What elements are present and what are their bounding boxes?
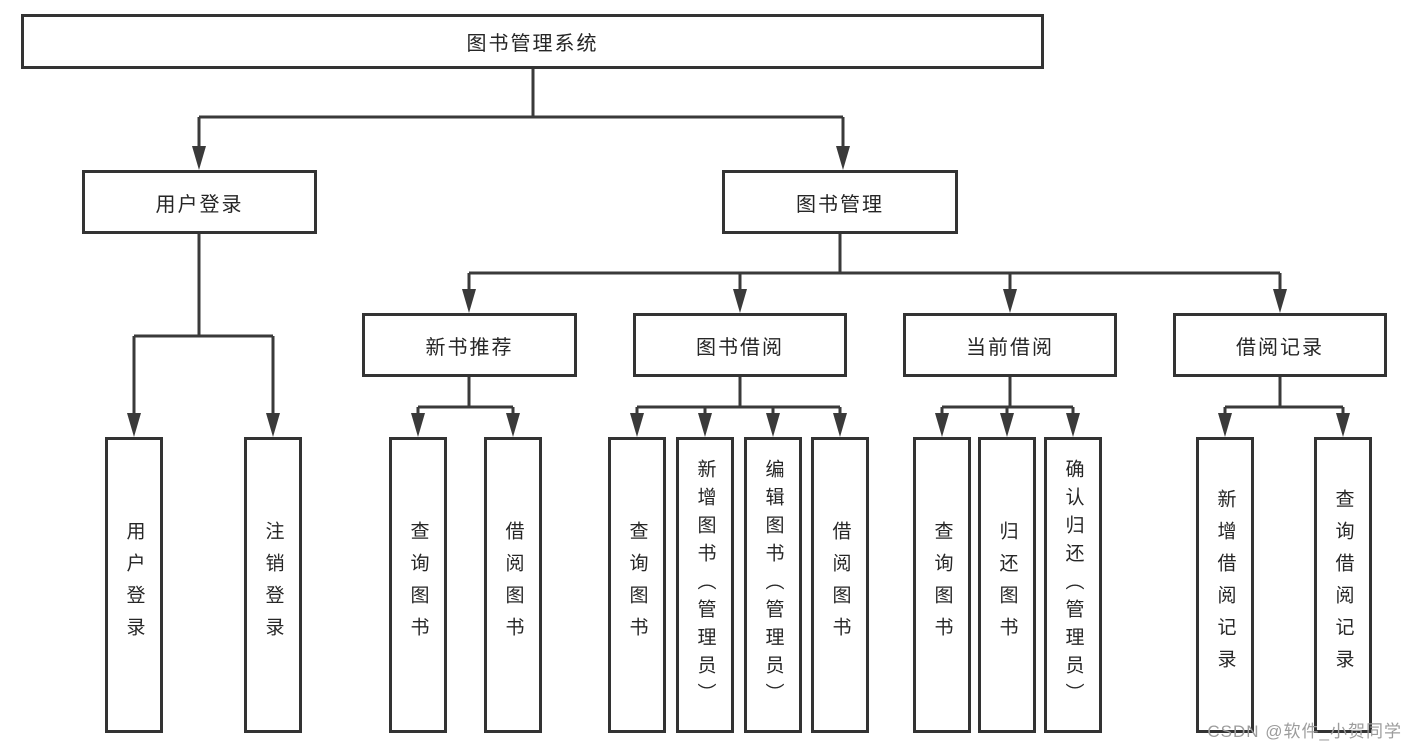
node-label: 借阅图书 [502, 521, 524, 649]
arrowhead [1336, 413, 1350, 437]
node-label: 新增借阅记录 [1214, 489, 1236, 681]
node-label: 归还图书 [996, 521, 1018, 649]
arrowhead [266, 413, 280, 437]
arrowhead [1000, 413, 1014, 437]
edge-current-borrow-to-leaves [935, 377, 1080, 437]
edge-user-login-to-leaves [127, 234, 280, 437]
node-label: 当前借阅 [966, 336, 1054, 359]
edge-borrow-record-to-leaves [1218, 377, 1350, 437]
node-label: 图书管理 [796, 193, 884, 216]
node-label: 查询图书 [407, 521, 429, 649]
arrowhead [766, 413, 780, 437]
arrowhead [836, 146, 850, 170]
watermark: CSDN @软件_小贺同学 [1207, 722, 1402, 741]
node-label: 图书借阅 [696, 336, 784, 359]
leaf-add-book-admin: 新增图书（管理员） [676, 437, 734, 733]
node-label: 注销登录 [262, 521, 284, 649]
node-label: 借阅记录 [1236, 336, 1324, 359]
arrowhead [1003, 289, 1017, 313]
node-label: 新增图书（管理员） [694, 459, 716, 711]
leaf-query-books-borrow: 查询图书 [608, 437, 666, 733]
arrowhead [733, 289, 747, 313]
node-label: 用户登录 [155, 193, 244, 216]
leaf-borrow-books-borrow: 借阅图书 [811, 437, 869, 733]
edge-book-mgmt-to-level3 [462, 234, 1287, 313]
node-label: 确认归还（管理员） [1062, 459, 1084, 711]
arrowhead [411, 413, 425, 437]
node-label: 查询图书 [931, 521, 953, 649]
node-label: 新书推荐 [425, 336, 514, 359]
edge-root-to-level2 [192, 69, 850, 170]
arrowhead [462, 289, 476, 313]
leaf-user-login: 用户登录 [105, 437, 163, 733]
leaf-return-book: 归还图书 [978, 437, 1036, 733]
arrowhead [127, 413, 141, 437]
arrowhead [1218, 413, 1232, 437]
leaf-query-books-current: 查询图书 [913, 437, 971, 733]
arrowhead [630, 413, 644, 437]
arrowhead [833, 413, 847, 437]
arrowhead [698, 413, 712, 437]
node-label: 图书管理系统 [466, 33, 599, 55]
leaf-query-borrow-record: 查询借阅记录 [1314, 437, 1372, 733]
node-label: 编辑图书（管理员） [762, 459, 784, 711]
edge-book-borrow-to-leaves [630, 377, 847, 437]
edge-new-book-rec-to-leaves [411, 377, 520, 437]
node-library-management-system: 图书管理系统 [21, 14, 1044, 69]
arrowhead [1273, 289, 1287, 313]
node-label: 查询图书 [626, 521, 648, 649]
arrowhead [192, 146, 206, 170]
leaf-query-books-rec: 查询图书 [389, 437, 447, 733]
node-book-management: 图书管理 [722, 170, 958, 234]
node-label: 用户登录 [123, 521, 145, 649]
leaf-add-borrow-record: 新增借阅记录 [1196, 437, 1254, 733]
arrowhead [935, 413, 949, 437]
arrowhead [1066, 413, 1080, 437]
leaf-logout: 注销登录 [244, 437, 302, 733]
node-borrowing-records: 借阅记录 [1173, 313, 1387, 377]
arrowhead [506, 413, 520, 437]
leaf-confirm-return-admin: 确认归还（管理员） [1044, 437, 1102, 733]
node-book-borrowing: 图书借阅 [633, 313, 847, 377]
node-current-borrowing: 当前借阅 [903, 313, 1117, 377]
leaf-borrow-books-rec: 借阅图书 [484, 437, 542, 733]
node-label: 借阅图书 [829, 521, 851, 649]
node-user-login: 用户登录 [82, 170, 317, 234]
node-new-book-recommendation: 新书推荐 [362, 313, 577, 377]
node-label: 查询借阅记录 [1332, 489, 1354, 681]
leaf-edit-book-admin: 编辑图书（管理员） [744, 437, 802, 733]
